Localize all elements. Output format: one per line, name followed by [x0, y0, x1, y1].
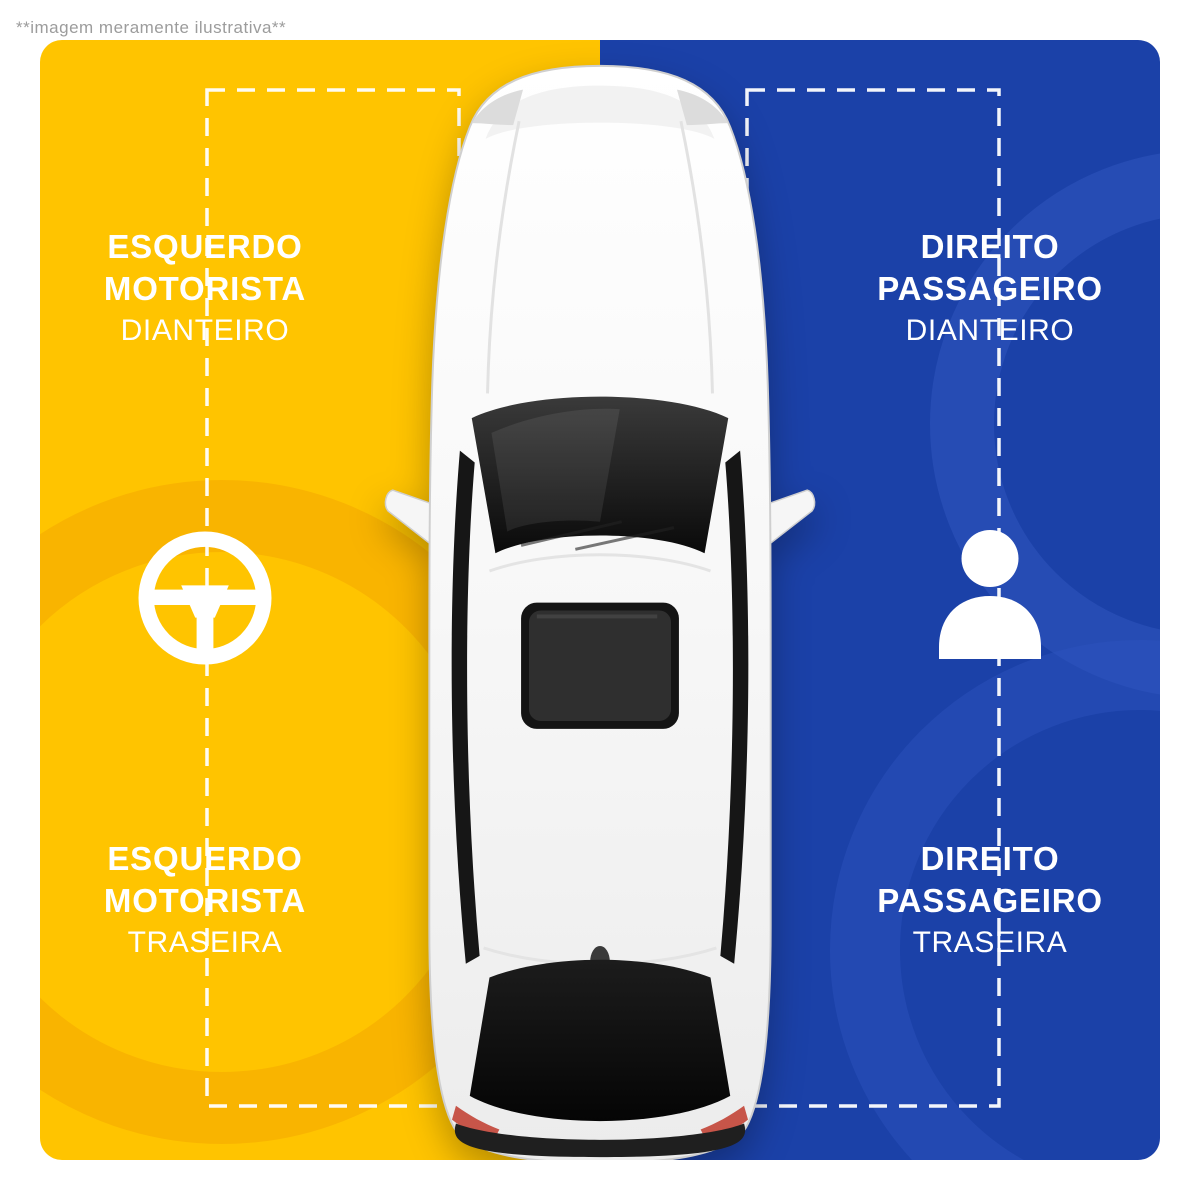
- label-line: DIANTEIRO: [120, 314, 290, 347]
- label-passenger-rear: DIREITO PASSAGEIRO TRASEIRA: [830, 838, 1150, 964]
- label-passenger-front: DIREITO PASSAGEIRO DIANTEIRO: [830, 226, 1150, 352]
- car-sides-board: ESQUERDO MOTORISTA DIANTEIRO ESQUERDO MO…: [40, 40, 1160, 1160]
- label-line: DIREITO: [920, 228, 1060, 265]
- rear-bumper: [454, 1123, 746, 1158]
- label-line: DIREITO: [920, 840, 1060, 877]
- disclaimer-text: **imagem meramente ilustrativa**: [16, 18, 287, 37]
- steering-wheel-icon: [138, 531, 272, 665]
- label-line: TRASEIRA: [127, 926, 283, 959]
- left-mirror: [384, 489, 434, 547]
- label-line: MOTORISTA: [103, 270, 307, 307]
- car-top-view: [384, 64, 816, 1160]
- label-line: ESQUERDO: [107, 840, 303, 877]
- right-mirror: [766, 489, 816, 547]
- person-icon: [939, 530, 1041, 659]
- label-line: PASSAGEIRO: [877, 270, 1103, 307]
- label-driver-front: ESQUERDO MOTORISTA DIANTEIRO: [45, 226, 365, 352]
- label-line: MOTORISTA: [103, 882, 307, 919]
- label-driver-rear: ESQUERDO MOTORISTA TRASEIRA: [45, 838, 365, 964]
- label-line: DIANTEIRO: [905, 314, 1075, 347]
- rear-window: [469, 959, 731, 1122]
- label-line: ESQUERDO: [107, 228, 303, 265]
- label-line: TRASEIRA: [912, 926, 1068, 959]
- label-line: PASSAGEIRO: [877, 882, 1103, 919]
